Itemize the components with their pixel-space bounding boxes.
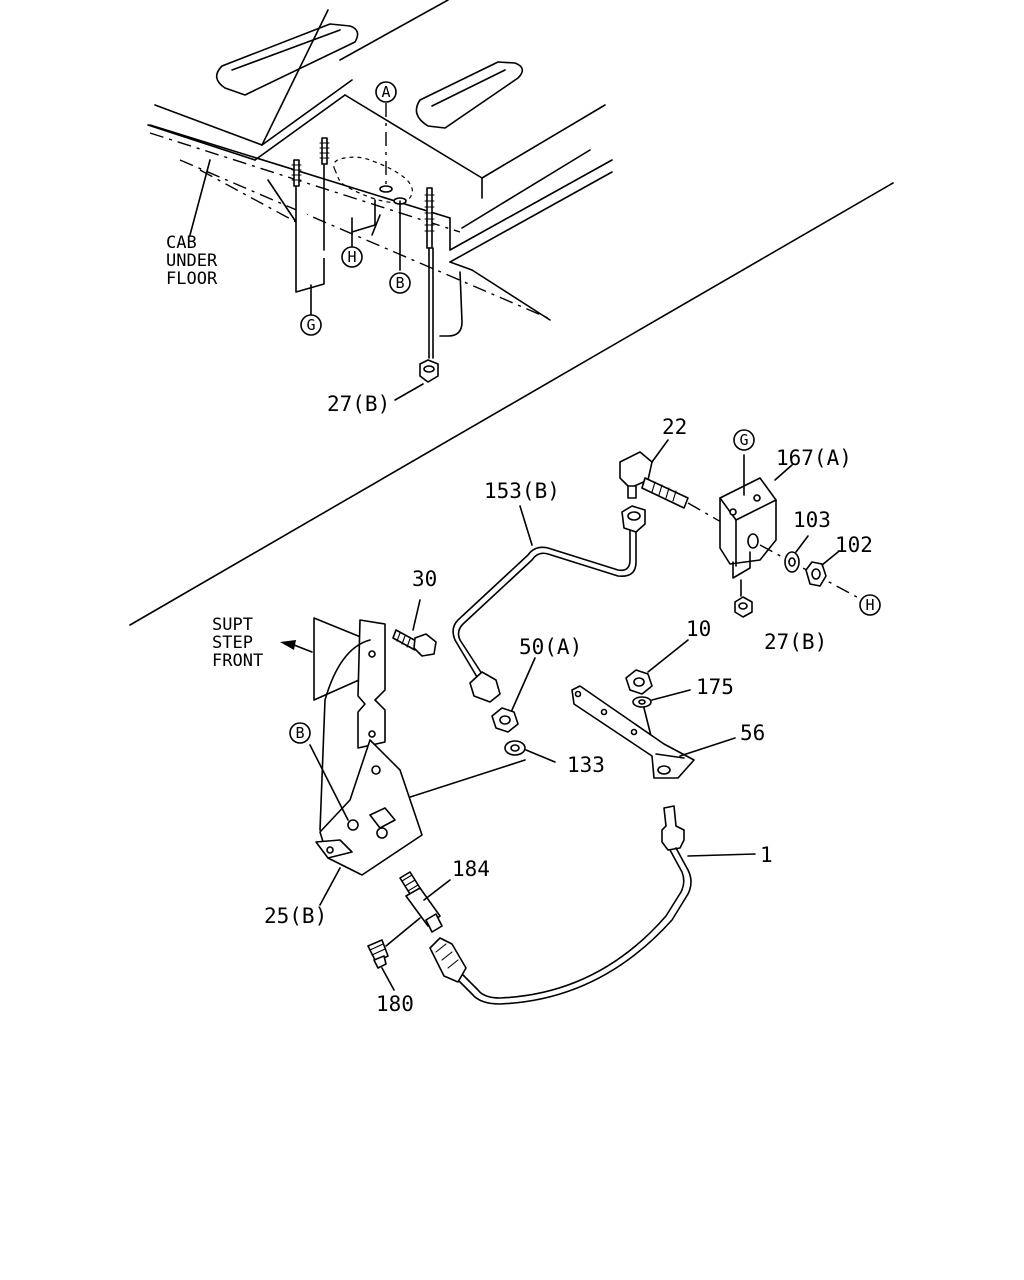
label-27b-right: 27(B) bbox=[764, 630, 827, 654]
cab-label-line3: FLOOR bbox=[166, 269, 218, 289]
label-175: 175 bbox=[696, 675, 734, 699]
callout-g-upper: G bbox=[300, 314, 322, 336]
label-10: 10 bbox=[686, 617, 711, 641]
hose-1 bbox=[429, 805, 692, 1005]
svg-text:A: A bbox=[381, 83, 390, 101]
bracket-167a bbox=[719, 477, 777, 579]
plate-h-upper bbox=[351, 199, 376, 233]
floor-cutout bbox=[333, 156, 413, 204]
bolt-30 bbox=[392, 629, 437, 657]
bracket-56 bbox=[571, 685, 695, 779]
cab-label-line1: CAB bbox=[166, 233, 197, 253]
label-133: 133 bbox=[567, 753, 605, 777]
label-103: 103 bbox=[793, 508, 831, 532]
label-27b-top: 27(B) bbox=[327, 392, 390, 416]
callout-b-lower: B bbox=[289, 722, 311, 744]
label-50a: 50(A) bbox=[519, 635, 582, 659]
plug-180 bbox=[367, 939, 389, 969]
nut-27b-top bbox=[419, 359, 439, 383]
nut-102 bbox=[805, 561, 827, 587]
label-184: 184 bbox=[452, 857, 490, 881]
label-167a: 167(A) bbox=[776, 446, 852, 470]
bracket-25b bbox=[313, 617, 423, 876]
svg-text:H: H bbox=[865, 596, 874, 614]
label-153b: 153(B) bbox=[484, 479, 560, 503]
label-180: 180 bbox=[376, 992, 414, 1016]
callout-b-upper: B bbox=[389, 272, 411, 294]
supt-label-line3: FRONT bbox=[212, 651, 263, 671]
washer-133 bbox=[504, 740, 526, 756]
section-divider-line bbox=[129, 182, 894, 626]
svg-text:B: B bbox=[395, 274, 404, 292]
label-56: 56 bbox=[740, 721, 765, 745]
nut-50a bbox=[491, 707, 519, 733]
cab-floor-structure bbox=[147, 0, 613, 337]
label-102: 102 bbox=[835, 533, 873, 557]
label-30: 30 bbox=[412, 567, 437, 591]
upper-studs bbox=[291, 137, 435, 359]
svg-text:G: G bbox=[739, 431, 748, 449]
label-25b: 25(B) bbox=[264, 904, 327, 928]
callout-a: A bbox=[375, 81, 397, 103]
pipe-153b bbox=[452, 505, 646, 703]
svg-text:H: H bbox=[347, 248, 356, 266]
nut-27b-right bbox=[734, 596, 753, 618]
front-arrow bbox=[280, 640, 296, 650]
label-22: 22 bbox=[662, 415, 687, 439]
supt-label-line2: STEP bbox=[212, 633, 253, 653]
washer-103 bbox=[784, 551, 800, 573]
bracket-plate-upper bbox=[295, 186, 325, 293]
svg-text:B: B bbox=[295, 724, 304, 742]
fitting-184 bbox=[399, 871, 443, 933]
callout-g-right: G bbox=[733, 429, 755, 451]
part-22-fitting bbox=[619, 451, 689, 509]
callout-h-upper: H bbox=[341, 246, 363, 268]
svg-text:G: G bbox=[306, 316, 315, 334]
washer-175 bbox=[632, 696, 652, 708]
nut-10 bbox=[625, 669, 653, 695]
label-1: 1 bbox=[760, 843, 773, 867]
supt-label-line1: SUPT bbox=[212, 615, 253, 635]
cab-label-line2: UNDER bbox=[166, 251, 218, 271]
callout-h-right: H bbox=[859, 594, 881, 616]
